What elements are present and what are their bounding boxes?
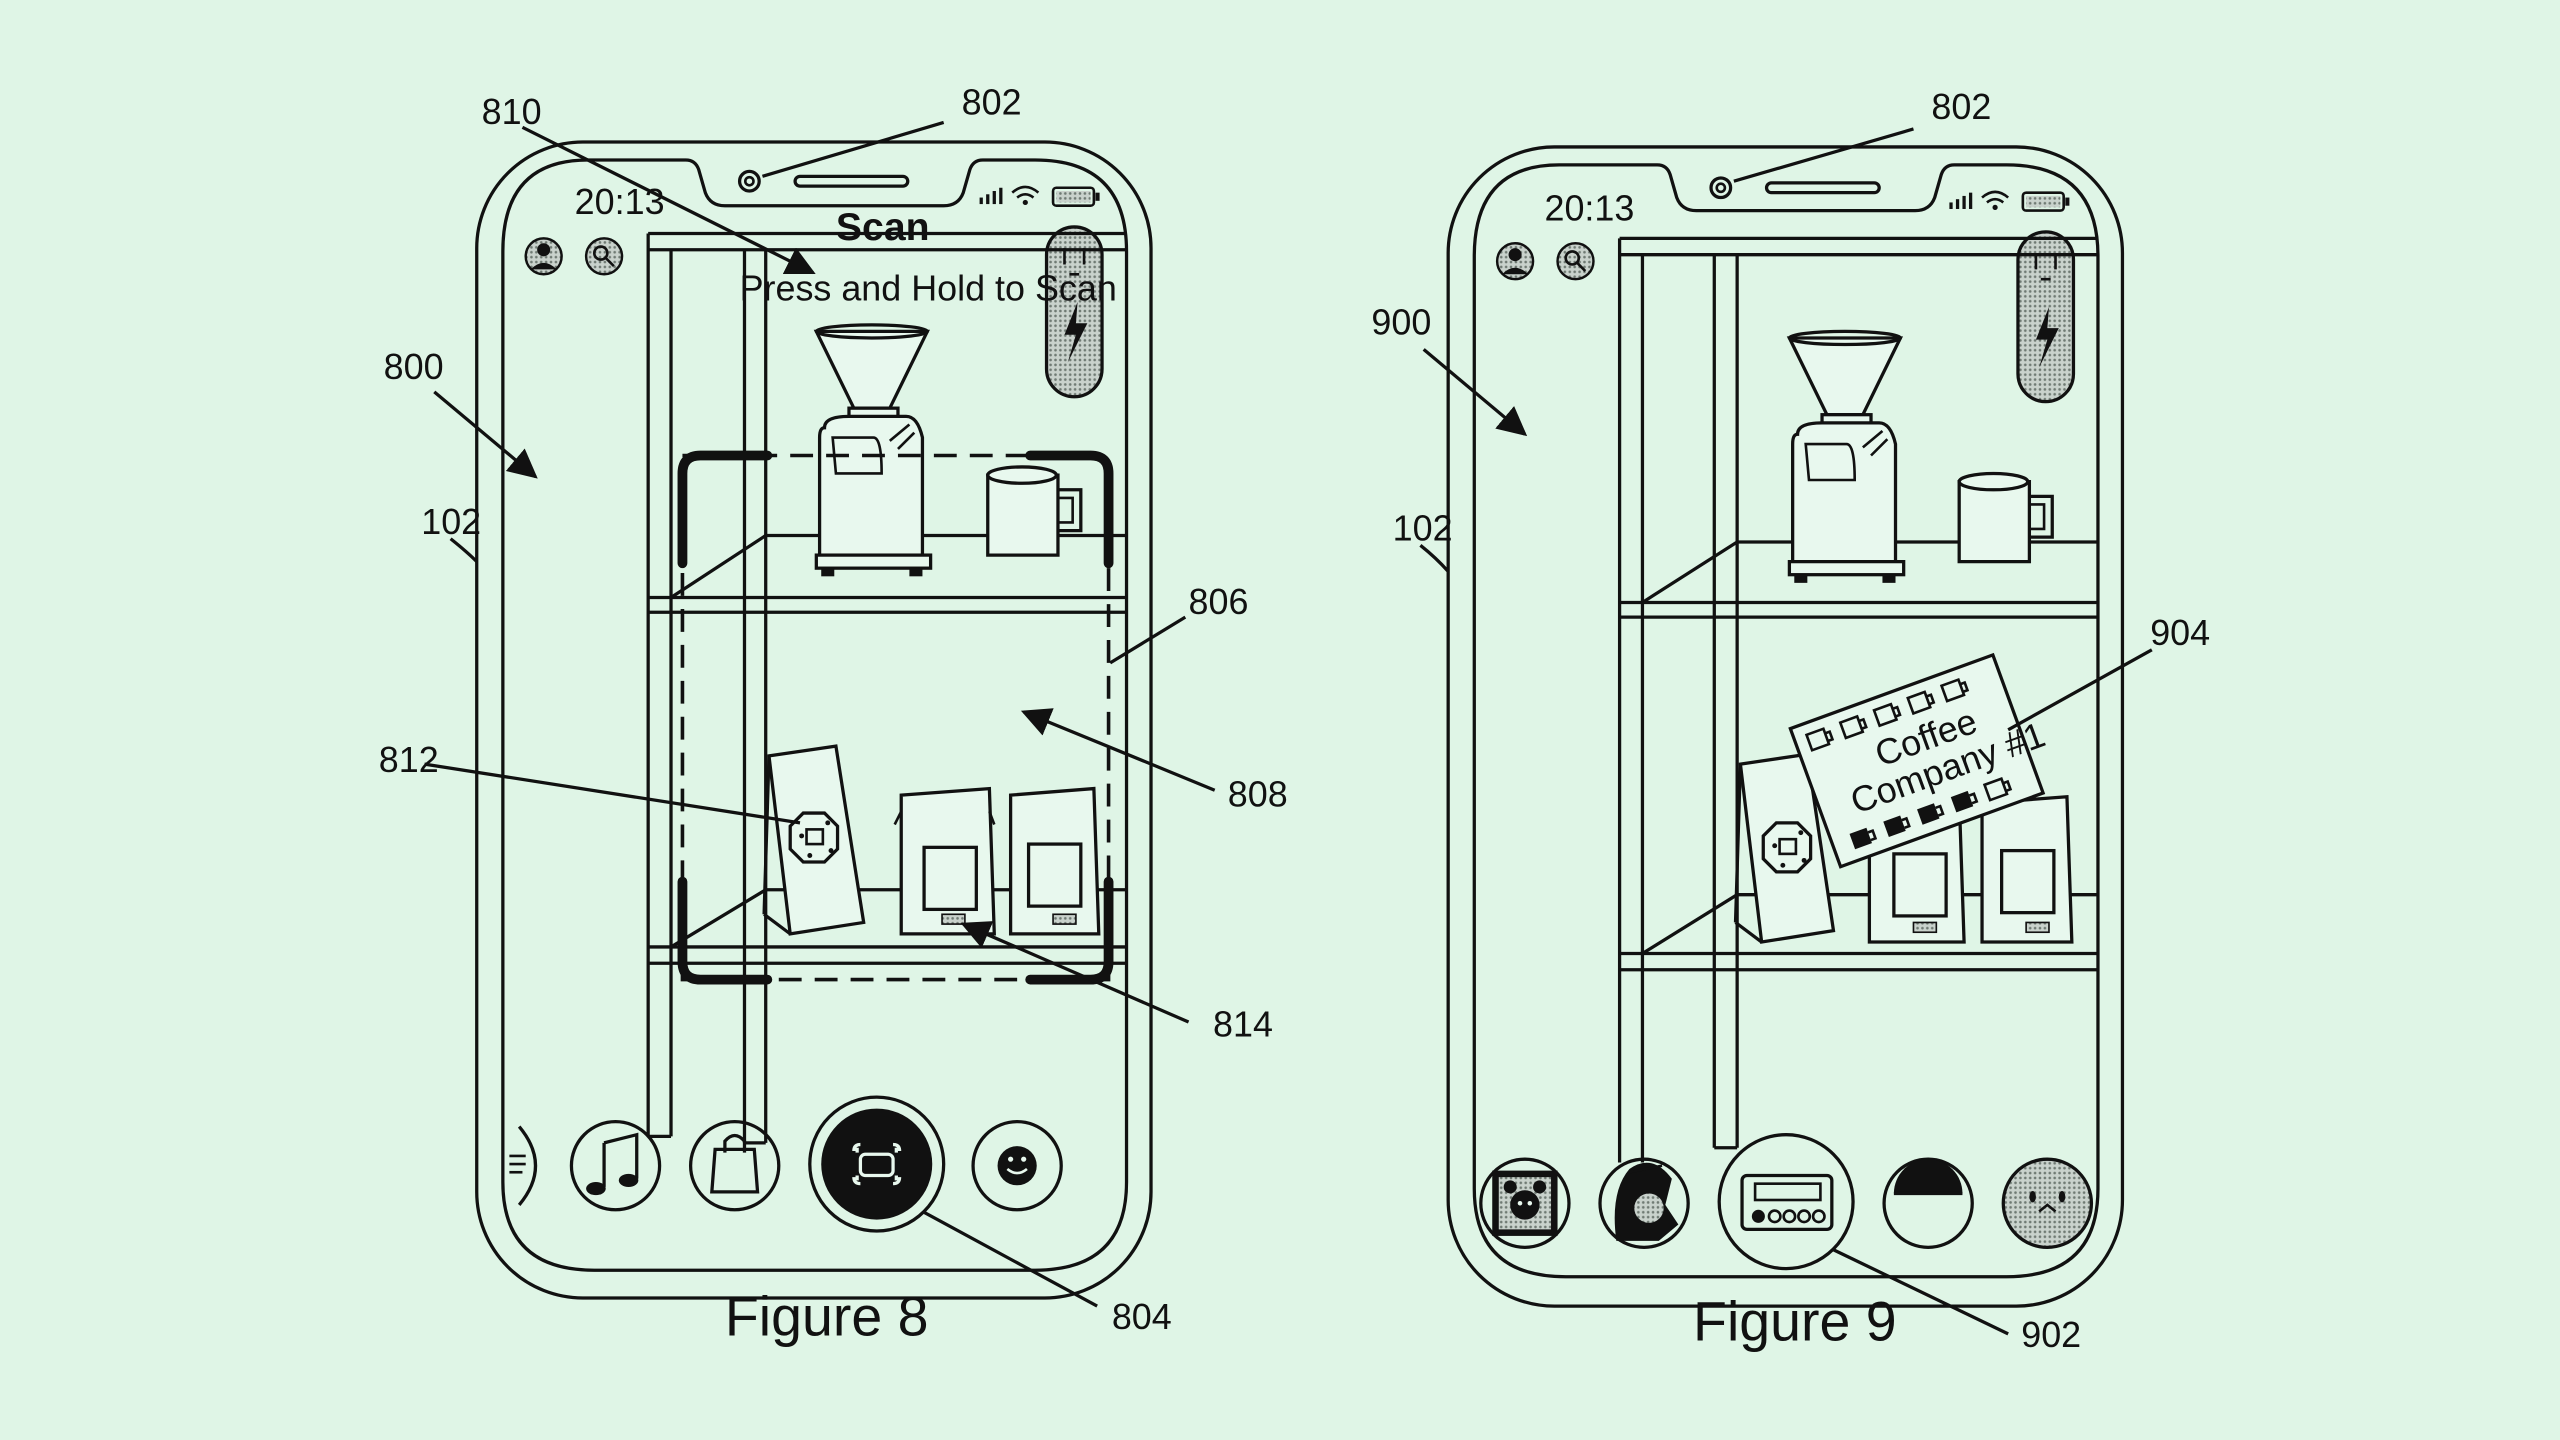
- shelf-unit: [646, 231, 1127, 1145]
- ref-800: 800: [384, 346, 444, 387]
- coffee-meter-lens-icon[interactable]: [1717, 1133, 1855, 1271]
- earpiece-speaker: [793, 174, 910, 188]
- scan-region-dashed: [680, 453, 1111, 982]
- ref-802: 802: [1931, 86, 1991, 127]
- bracket-bottom-left: [677, 876, 773, 985]
- coffee-sign: [762, 744, 866, 936]
- scan-code-icon: [1761, 821, 1813, 874]
- battery-icon: [1051, 186, 1100, 208]
- leader-lines-fig8: [424, 120, 1216, 1308]
- ref-810: 810: [482, 91, 542, 132]
- avatar-icon[interactable]: [1495, 242, 1535, 281]
- shopping-bag-icon[interactable]: [688, 1120, 781, 1212]
- flash-icon[interactable]: [1044, 225, 1104, 399]
- front-camera-icon: [1709, 176, 1733, 200]
- wifi-icon: [1011, 185, 1040, 206]
- coffee-mug: [986, 465, 1083, 557]
- character-lens-icon[interactable]: [1598, 1157, 1690, 1249]
- ref-102: 102: [1393, 507, 1453, 548]
- ref-814: 814: [1213, 1004, 1273, 1045]
- bear-lens-icon[interactable]: [1479, 1157, 1571, 1249]
- ref-904: 904: [2150, 612, 2210, 653]
- coffee-grinder: [813, 323, 933, 577]
- phone-outer-shell: [475, 140, 1153, 1300]
- leader-lines-fig9: [1419, 127, 2153, 1336]
- figure-8-caption: Figure 8: [725, 1286, 929, 1348]
- ref-900: 900: [1371, 302, 1431, 343]
- ref-902: 902: [2021, 1314, 2081, 1355]
- front-camera-icon: [737, 169, 761, 193]
- scan-code-icon: [788, 811, 840, 864]
- ref-102: 102: [421, 501, 481, 542]
- avatar-icon[interactable]: [524, 237, 563, 276]
- coffee-bag-1: [893, 786, 996, 936]
- search-icon[interactable]: [1556, 242, 1595, 281]
- music-icon[interactable]: [569, 1120, 662, 1212]
- flash-icon[interactable]: [2016, 230, 2076, 404]
- phone-outer-shell: [1446, 145, 2125, 1308]
- cup-rating-outline-icons: [1804, 677, 1970, 752]
- figure-9-caption: Figure 9: [1693, 1290, 1897, 1352]
- status-time: 20:13: [1544, 187, 1634, 228]
- mode-title: Scan: [836, 206, 930, 249]
- signal-icon: [979, 187, 1003, 205]
- wifi-icon: [1981, 190, 2010, 210]
- coffee-mug: [1957, 471, 2054, 564]
- cup-rating-filled-icons: [1849, 776, 2013, 850]
- half-circle-lens-icon[interactable]: [1882, 1157, 1974, 1249]
- earpiece-speaker: [1764, 181, 1881, 195]
- scan-prompt: Press and Hold to Scan: [740, 267, 1117, 308]
- ar-info-card[interactable]: Coffee Company #1: [1788, 648, 2062, 869]
- ref-802: 802: [962, 81, 1022, 122]
- ref-808: 808: [1228, 774, 1288, 815]
- shelf-unit: [1617, 236, 2098, 1163]
- menu-icon[interactable]: [509, 1125, 538, 1206]
- battery-icon: [2021, 191, 2070, 212]
- coffee-grinder: [1786, 329, 1906, 583]
- ref-806: 806: [1189, 581, 1249, 622]
- bracket-top-right: [1025, 450, 1114, 569]
- coffee-sign: [1733, 752, 1836, 944]
- scan-shutter-icon[interactable]: [808, 1095, 946, 1233]
- signal-icon: [1949, 192, 1973, 209]
- figure-8: 20:13 Scan: [379, 81, 1288, 1347]
- ref-804: 804: [1112, 1296, 1172, 1337]
- coffee-bag-2: [1008, 786, 1101, 936]
- coffee-bag-2: [1980, 794, 2074, 944]
- happy-face-lens-icon[interactable]: [2001, 1157, 2094, 1249]
- figure-9: 20:13: [1371, 86, 2210, 1355]
- phone-screen-outline: [501, 158, 1129, 1272]
- status-time: 20:13: [575, 181, 665, 222]
- search-icon[interactable]: [584, 237, 624, 276]
- bracket-top-left: [677, 450, 773, 569]
- phone-screen-outline: [1472, 163, 2100, 1279]
- ref-812: 812: [379, 739, 439, 780]
- smiley-icon[interactable]: [971, 1120, 1063, 1212]
